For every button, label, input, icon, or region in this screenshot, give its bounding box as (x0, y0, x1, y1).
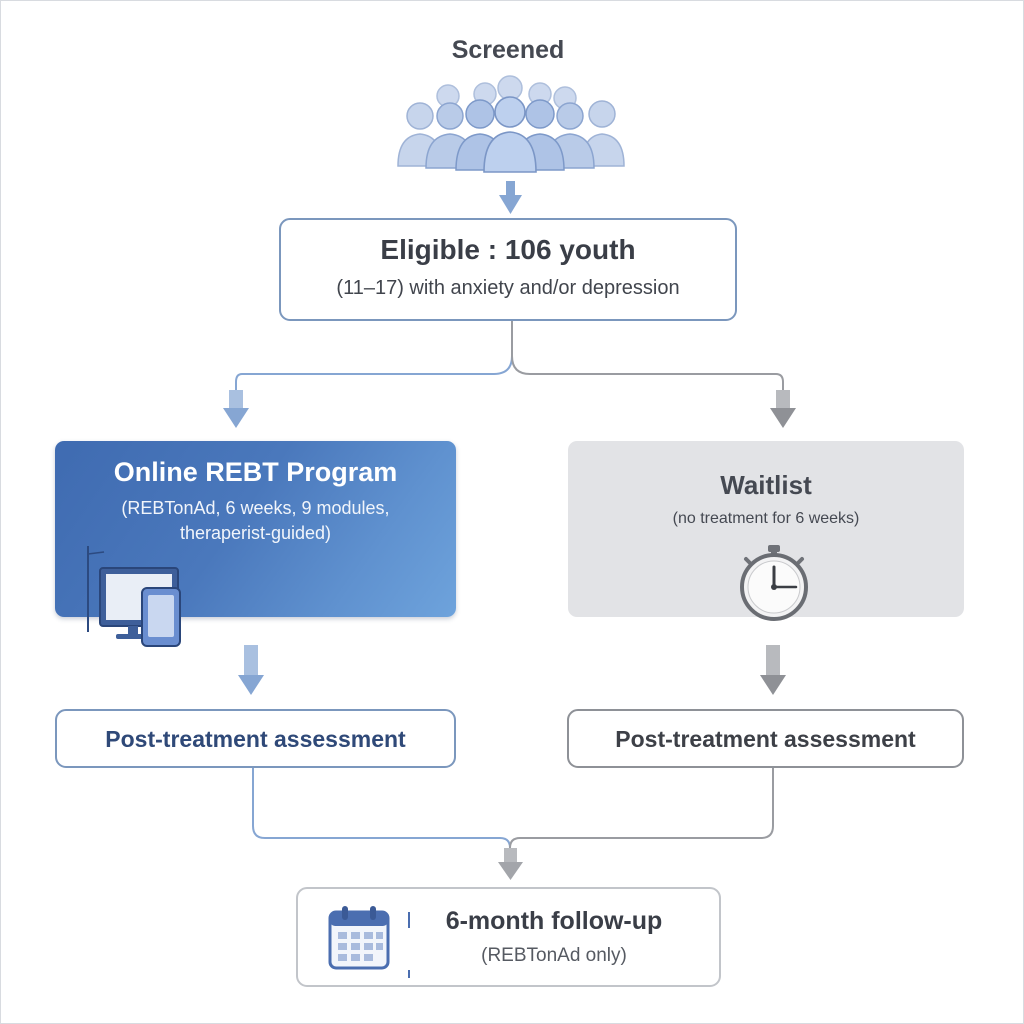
rebt-program-box: Online REBT Program (REBTonAd, 6 weeks, … (55, 441, 456, 617)
arrow-to-rebt (223, 390, 249, 428)
arrow-to-waitlist (770, 390, 796, 428)
rebt-program-detail-line1: (REBTonAd, 6 weeks, 9 modules, (121, 498, 390, 518)
eligible-box: Eligible : 106 youth (11–17) with anxiet… (279, 218, 737, 321)
arrow-rebt-to-post (238, 645, 264, 695)
follow-up-title: 6-month follow-up (445, 907, 663, 935)
post-treatment-box-waitlist: Post-treatment assessment (567, 709, 964, 768)
eligible-subtitle: (11–17) with anxiety and/or depression (336, 277, 680, 299)
arrow-waitlist-to-post (760, 645, 786, 695)
calendar-icon (328, 906, 410, 978)
arrow-to-follow-up (498, 848, 523, 880)
screened-title: Screened (451, 36, 565, 64)
rebt-program-title: Online REBT Program (113, 457, 398, 487)
merge-line-left (252, 768, 511, 849)
rebt-program-detail-line2: theraperist-guided) (179, 523, 332, 543)
waitlist-title: Waitlist (720, 470, 812, 500)
eligible-title: Eligible : 106 youth (380, 234, 636, 265)
people-crowd-icon (397, 75, 625, 173)
split-line-left (235, 321, 513, 390)
arrow-screened-to-eligible (499, 181, 522, 214)
split-line-right (511, 321, 784, 390)
waitlist-detail: (no treatment for 6 weeks) (672, 510, 860, 527)
merge-line-right (509, 768, 774, 849)
post-treatment-box-treatment: Post-treatment assessment (55, 709, 456, 768)
stopwatch-icon (740, 545, 808, 621)
follow-up-detail: (REBTonAd only) (481, 945, 627, 966)
computer-tablet-icon (87, 546, 181, 647)
